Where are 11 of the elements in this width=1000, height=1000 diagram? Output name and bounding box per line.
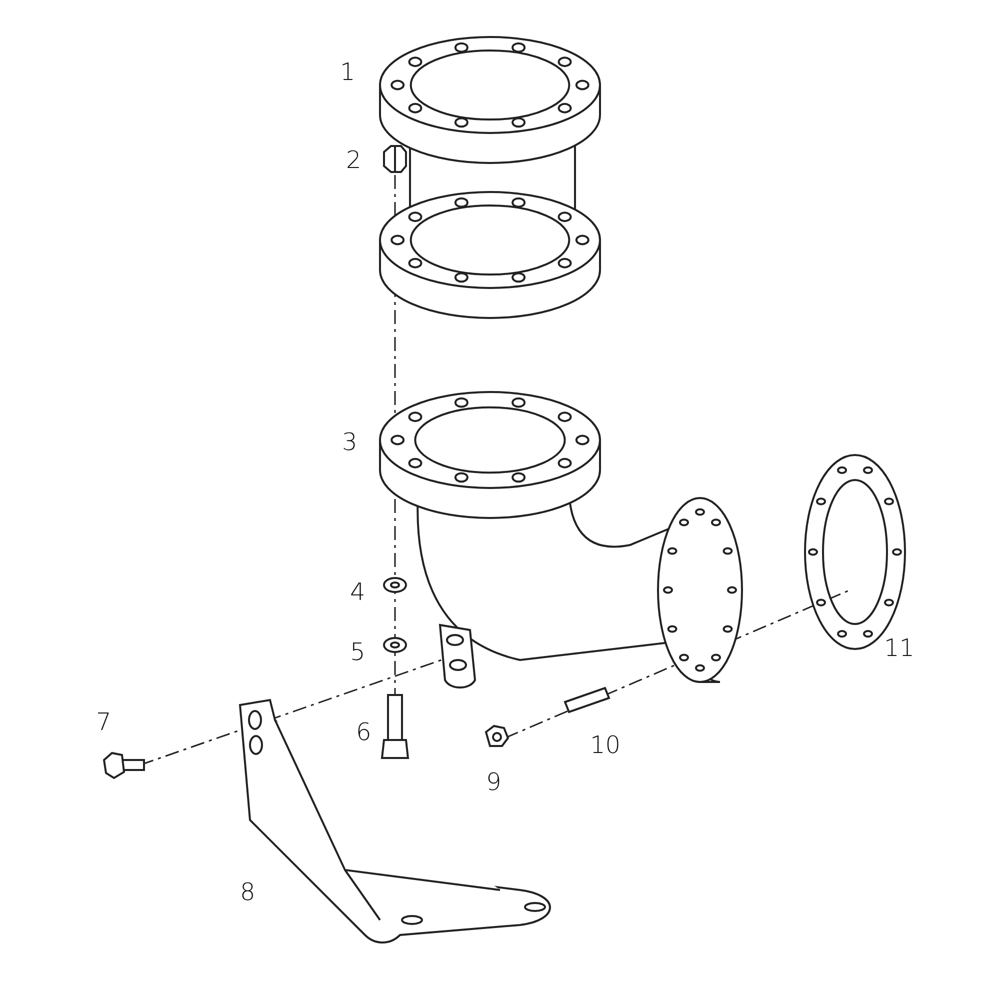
- callout-number: 7: [96, 710, 112, 734]
- callout-number: 2: [346, 148, 362, 172]
- callout-number: 10: [590, 733, 621, 757]
- callout-number: 4: [350, 580, 366, 604]
- callout-number: 6: [356, 720, 372, 744]
- callout-number: 11: [884, 636, 915, 660]
- callout-number: 8: [240, 880, 256, 904]
- callout-number: 5: [350, 640, 366, 664]
- callout-number: 3: [342, 430, 358, 454]
- callout-number: 1: [340, 60, 356, 84]
- callout-number: 9: [486, 770, 502, 794]
